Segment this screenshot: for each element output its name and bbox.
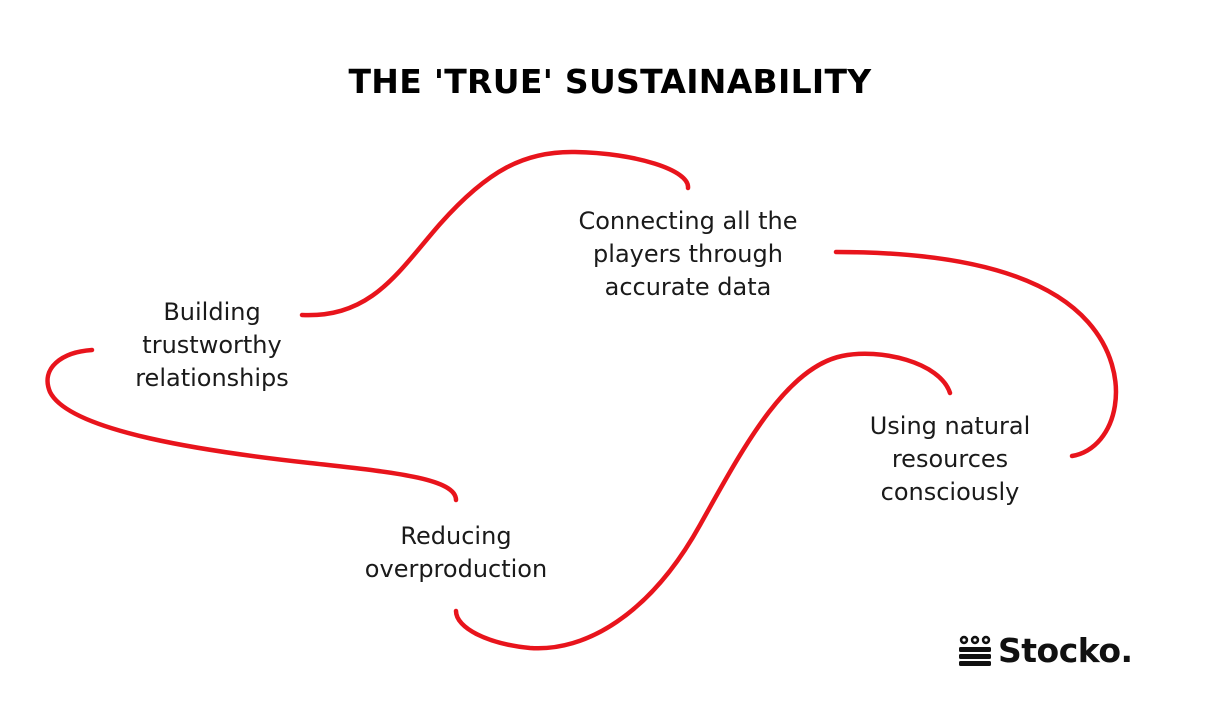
page-title: THE 'TRUE' SUSTAINABILITY bbox=[348, 62, 872, 101]
node-text-line: Using natural bbox=[869, 412, 1031, 440]
curve-building-to-connecting bbox=[299, 149, 691, 318]
node-text-line: Connecting all the bbox=[578, 207, 798, 235]
node-text-line: overproduction bbox=[364, 555, 548, 583]
curve-using-to-reducing bbox=[453, 351, 953, 651]
node-using-resources: Using natural resources consciously bbox=[870, 410, 1031, 509]
node-text-line: Reducing bbox=[400, 522, 512, 550]
node-text-line: relationships bbox=[135, 364, 289, 392]
node-text-line: trustworthy bbox=[142, 331, 282, 359]
node-reducing-overproduction: Reducing overproduction bbox=[365, 520, 547, 586]
node-text-line: resources bbox=[891, 445, 1009, 473]
curve-connecting-to-using bbox=[833, 249, 1119, 459]
node-text-line: consciously bbox=[880, 478, 1020, 506]
node-text-line: players through bbox=[593, 240, 783, 268]
stacked-rolls-icon bbox=[959, 635, 991, 666]
logo-text: Stocko. bbox=[998, 630, 1133, 670]
stocko-logo: Stocko. bbox=[958, 628, 1133, 672]
node-connecting-players: Connecting all the players through accur… bbox=[578, 205, 797, 304]
curve-reducing-to-building bbox=[45, 347, 459, 503]
node-building-relationships: Building trustworthy relationships bbox=[135, 296, 289, 395]
node-text-line: Building bbox=[163, 298, 261, 326]
node-text-line: accurate data bbox=[604, 273, 772, 301]
